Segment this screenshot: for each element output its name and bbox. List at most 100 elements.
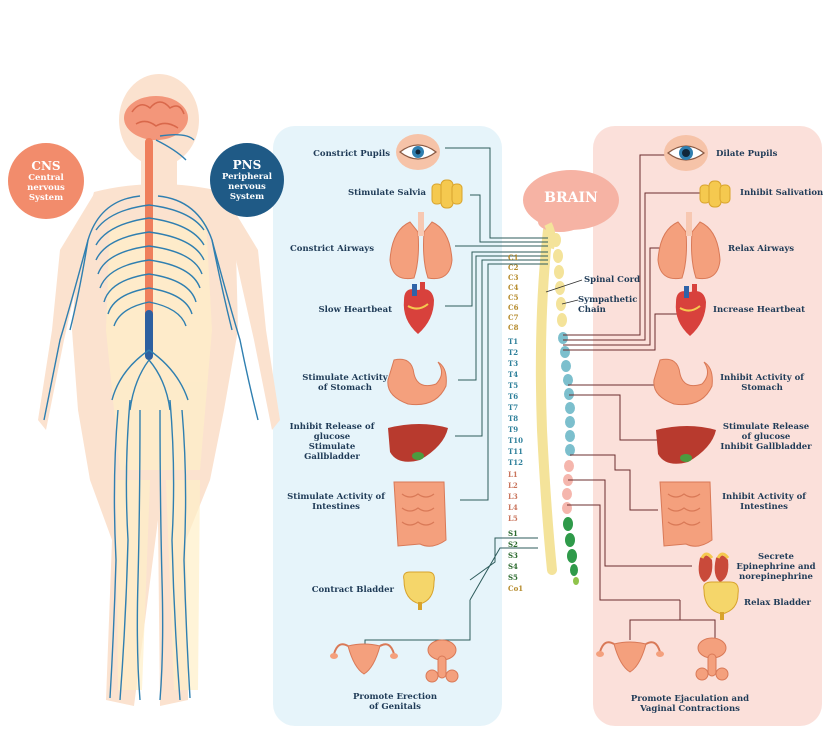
symp-male-genitals-icon <box>695 637 729 681</box>
segment-c5: C5 <box>508 293 519 302</box>
segment-t12: T12 <box>508 458 523 467</box>
para-male-genitals-icon <box>425 639 459 683</box>
label-line: glucose <box>313 432 351 442</box>
label-inhibit-salivation: Inhibit Salivation <box>740 188 823 198</box>
brain-label: BRAIN <box>544 190 598 206</box>
label-line: Relax Airways <box>728 244 795 254</box>
para-salivary-icon <box>431 179 463 209</box>
label-line: of Genitals <box>369 702 421 712</box>
label-line: Intestines <box>312 502 360 512</box>
sympathetic-chain-label: Sympathetic Chain <box>578 295 637 315</box>
label-inhibit-intestines: Inhibit Activity of Intestines <box>716 492 812 512</box>
segment-s5: S5 <box>508 573 518 582</box>
segment-co1: Co1 <box>508 584 524 593</box>
label-dilate-pupils: Dilate Pupils <box>716 149 777 159</box>
segment-l4: L4 <box>508 503 518 512</box>
segment-s2: S2 <box>508 540 518 549</box>
label-slow-heartbeat: Slow Heartbeat <box>280 305 392 315</box>
cns-line1: Central <box>28 173 64 183</box>
label-line: Increase Heartbeat <box>713 305 806 315</box>
segment-l5: L5 <box>508 514 518 523</box>
segment-t5: T5 <box>508 381 519 390</box>
segment-t2: T2 <box>508 348 519 357</box>
label-relax-airways: Relax Airways <box>728 244 794 254</box>
pns-line2: nervous <box>228 182 266 192</box>
segment-s3: S3 <box>508 551 518 560</box>
label-constrict-pupils: Constrict Pupils <box>280 149 390 159</box>
segment-t8: T8 <box>508 414 519 423</box>
label-line: Inhibit Gallbladder <box>720 442 812 452</box>
symp-intestines-icon <box>659 481 713 547</box>
label-line: Stimulate Release <box>722 422 810 432</box>
symp-bladder-icon <box>703 581 739 620</box>
label-contract-bladder: Contract Bladder <box>280 585 394 595</box>
label-line: Constrict Pupils <box>313 149 390 159</box>
segment-s4: S4 <box>508 562 518 571</box>
cns-title: CNS <box>31 159 61 173</box>
segment-c1: C1 <box>508 253 519 262</box>
segment-l2: L2 <box>508 481 518 490</box>
label-line: Dilate Pupils <box>716 149 778 159</box>
spinal-cord-label: Spinal Cord <box>584 275 641 285</box>
segment-t6: T6 <box>508 392 519 401</box>
cns-badge: CNS Central nervous System <box>8 143 84 219</box>
label-line: Promote Erection <box>352 692 438 702</box>
label-promote-erection: Promote Erection of Genitals <box>340 692 450 712</box>
para-intestines-icon <box>393 481 447 547</box>
label-line: Relax Bladder <box>744 598 811 608</box>
symp-female-genitals-icon <box>596 641 664 673</box>
segment-t7: T7 <box>508 403 519 412</box>
label-line: Constrict Airways <box>290 244 374 254</box>
label-stimulate-salvia: Stimulate Salvia <box>280 188 426 198</box>
label-inhibit-stomach: Inhibit Activity of Stomach <box>714 373 810 393</box>
segment-t9: T9 <box>508 425 519 434</box>
label-stimulate-glucose: Stimulate Release of glucose Inhibit Gal… <box>718 422 814 452</box>
para-eye-icon <box>396 134 440 170</box>
label-line: Inhibit Release of <box>289 422 375 432</box>
sympathetic-chain-line2: Chain <box>578 305 606 315</box>
pns-line3: System <box>229 192 265 202</box>
segment-labels: C1 C2 C3 C4 C5 C6 C7 C8 T1 T2 T3 T4 T5 T… <box>508 254 532 596</box>
sympathetic-chain-line1: Sympathetic <box>578 295 638 305</box>
label-stimulate-intestines: Stimulate Activity of Intestines <box>284 492 388 512</box>
label-secrete-epinephrine: Secrete Epinephrine and norepinephrine <box>734 552 818 582</box>
symp-stomach-icon <box>653 358 713 406</box>
segment-c7: C7 <box>508 313 519 322</box>
symp-adrenal-icon <box>698 552 730 582</box>
segment-c3: C3 <box>508 273 519 282</box>
label-line: Stomach <box>741 383 783 393</box>
segment-c4: C4 <box>508 283 519 292</box>
label-constrict-airways: Constrict Airways <box>280 244 374 254</box>
human-body-figure <box>38 74 280 706</box>
pns-title: PNS <box>232 158 262 172</box>
label-line: Stimulate Gallbladder <box>304 442 360 462</box>
label-line: Promote Ejaculation and <box>630 694 750 704</box>
label-line: Contract Bladder <box>311 585 394 595</box>
cns-line3: System <box>28 193 64 203</box>
segment-t11: T11 <box>508 447 523 456</box>
label-line: Secrete <box>758 552 794 562</box>
label-line: Stimulate Activity of <box>287 492 385 502</box>
para-liver-icon <box>388 424 448 462</box>
symp-heart-icon <box>675 284 706 336</box>
para-lungs-icon <box>389 212 453 280</box>
segment-l3: L3 <box>508 492 518 501</box>
segment-l1: L1 <box>508 470 518 479</box>
symp-liver-icon <box>656 426 716 464</box>
label-line: Stimulate Salvia <box>347 188 426 198</box>
segment-s1: S1 <box>508 529 518 538</box>
pns-line1: Peripheral <box>221 172 273 182</box>
symp-eye-icon <box>664 135 708 171</box>
label-line: Slow Heartbeat <box>318 305 392 315</box>
label-increase-heartbeat: Increase Heartbeat <box>713 305 805 315</box>
symp-lungs-icon <box>657 212 721 280</box>
para-female-genitals-icon <box>330 643 398 675</box>
segment-c6: C6 <box>508 303 519 312</box>
spinal-cord-column <box>535 225 579 585</box>
label-line: of <box>318 383 328 393</box>
label-line: Inhibit Activity of <box>722 492 806 502</box>
label-line: norepinephrine <box>739 572 813 582</box>
label-line: of glucose <box>741 432 791 442</box>
segment-t1: T1 <box>508 337 519 346</box>
